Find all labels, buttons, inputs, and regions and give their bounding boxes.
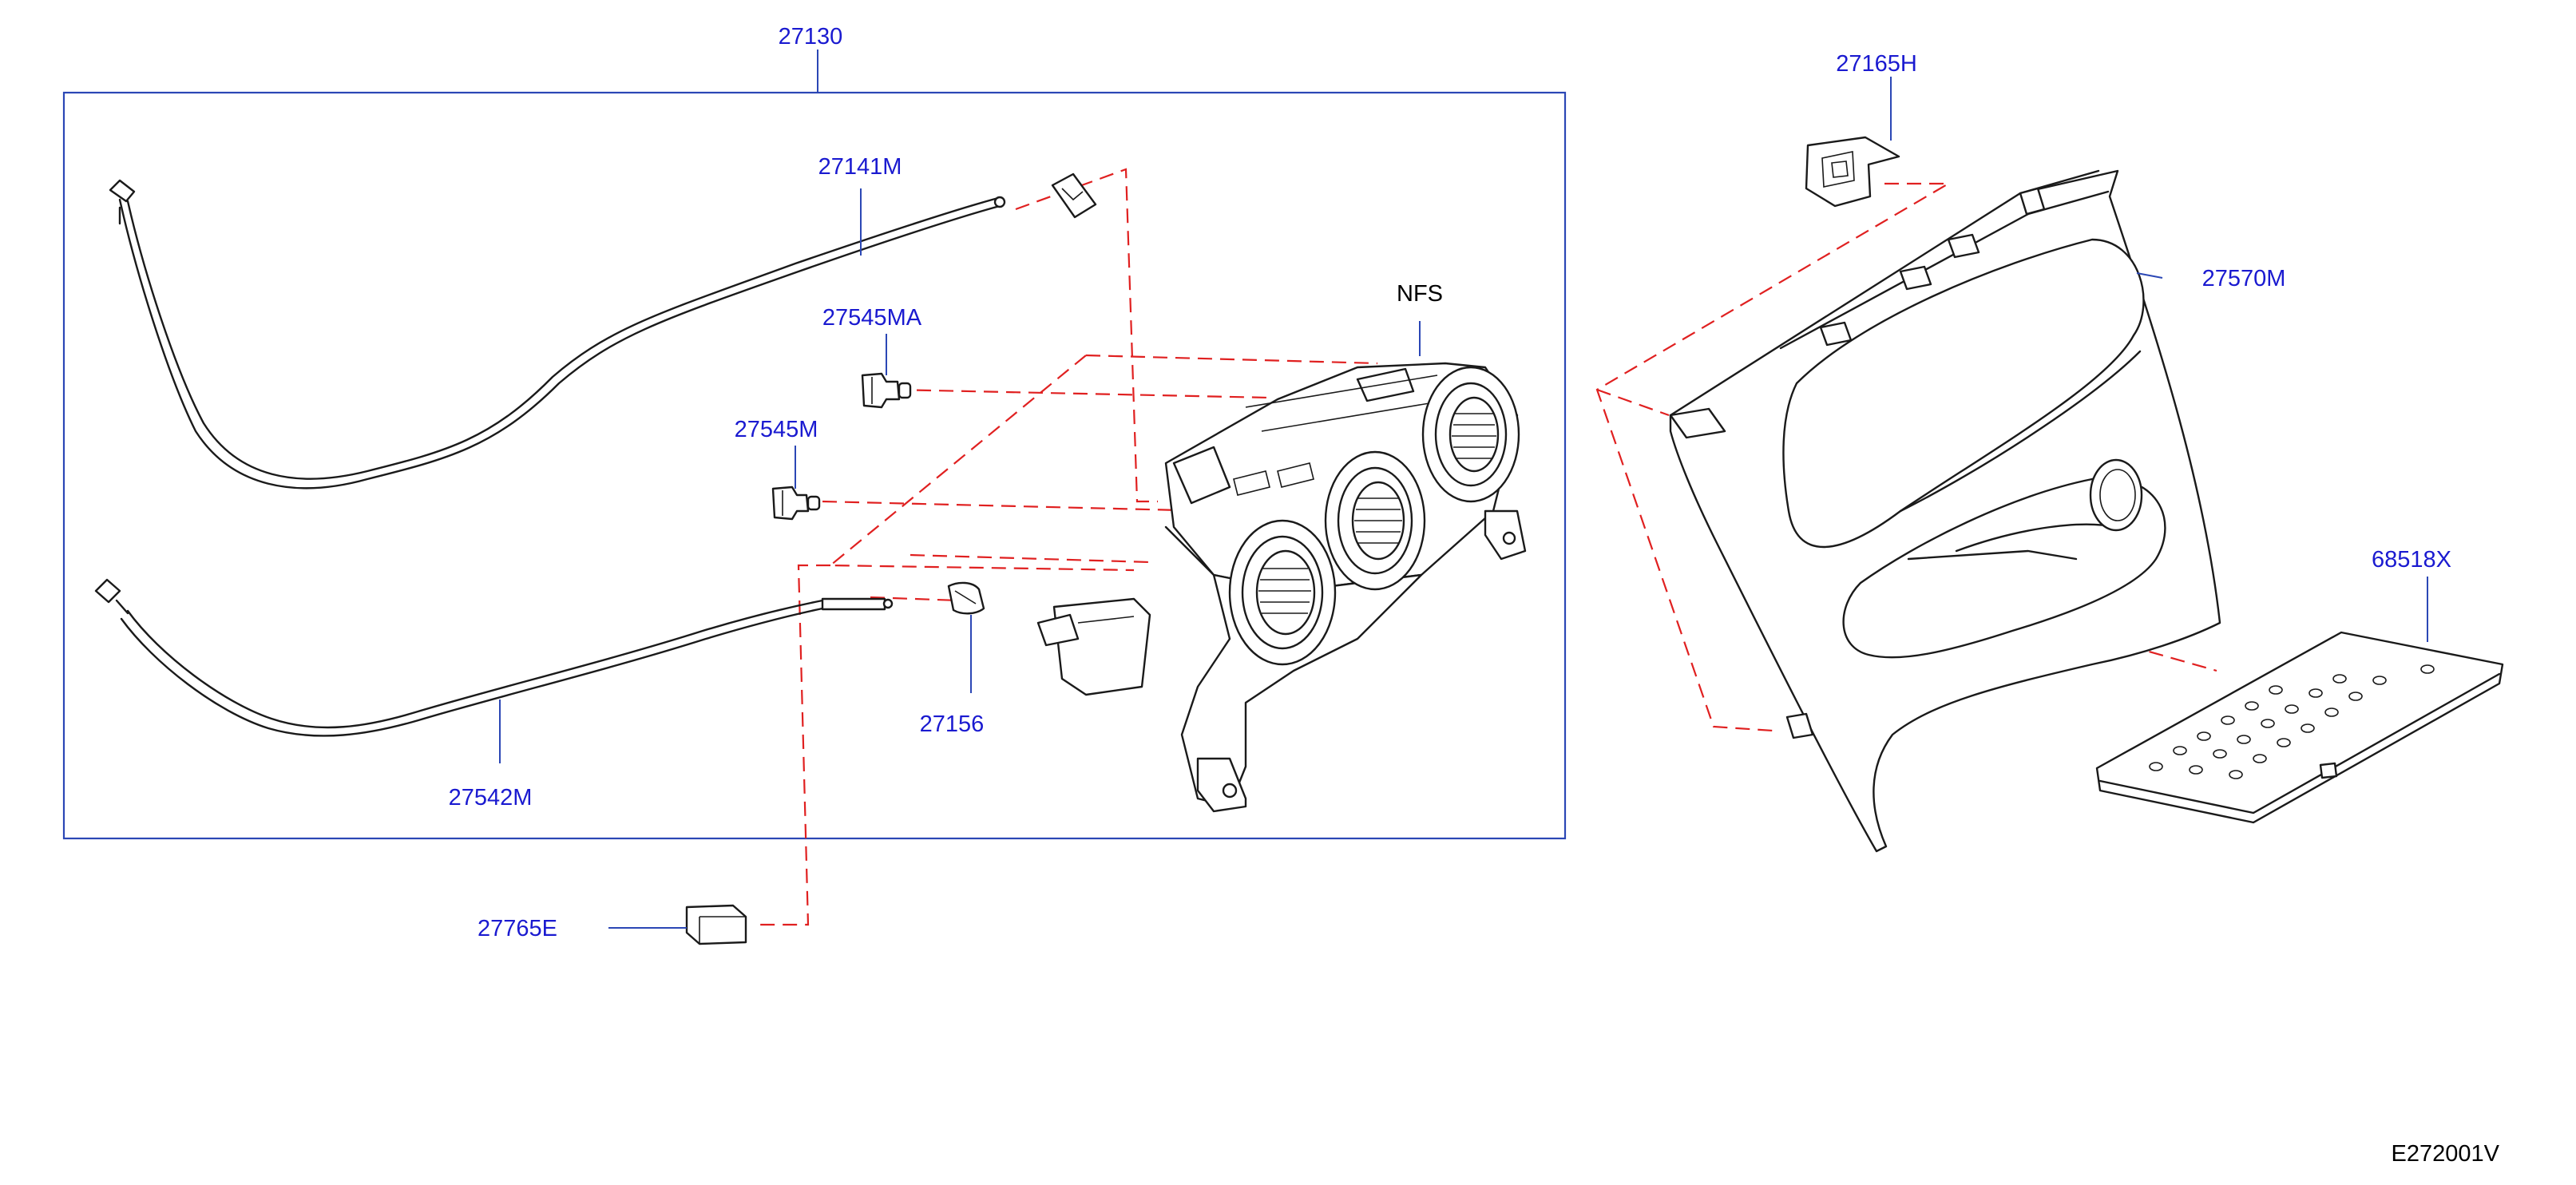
label-68518x: 68518X — [2372, 547, 2451, 573]
upper-control-cable[interactable] — [109, 179, 1006, 489]
label-nfs: NFS — [1397, 281, 1443, 307]
fan-knob[interactable] — [1228, 519, 1337, 666]
lower-control-cable[interactable] — [94, 578, 894, 737]
temperature-knob[interactable] — [1421, 366, 1520, 503]
heater-control-unit[interactable] — [1036, 362, 1527, 813]
clip-27545m[interactable] — [771, 485, 821, 521]
bracket-27165h[interactable] — [1805, 136, 1900, 208]
leader-lines — [499, 77, 2428, 929]
assembly-frame — [62, 91, 1567, 840]
clip-27156[interactable] — [947, 581, 985, 615]
mode-knob[interactable] — [1324, 450, 1426, 591]
label-27156: 27156 — [920, 711, 985, 737]
finisher-27570m[interactable] — [1669, 169, 2221, 853]
label-27765e: 27765E — [478, 916, 557, 941]
label-27545ma: 27545MA — [822, 305, 922, 331]
label-27545m: 27545M — [735, 417, 818, 442]
label-27165h: 27165H — [1836, 51, 1917, 77]
diagram-code: E272001V — [2392, 1141, 2500, 1167]
label-27542m: 27542M — [449, 785, 533, 810]
label-27141m: 27141M — [818, 154, 902, 180]
clamp-27765e[interactable] — [685, 904, 747, 945]
label-27570m: 27570M — [2202, 266, 2286, 291]
cable-clip-upper[interactable] — [1051, 172, 1097, 219]
clip-27545ma[interactable] — [861, 372, 912, 409]
label-27130: 27130 — [779, 24, 843, 50]
lid-68518x[interactable] — [2095, 631, 2504, 824]
